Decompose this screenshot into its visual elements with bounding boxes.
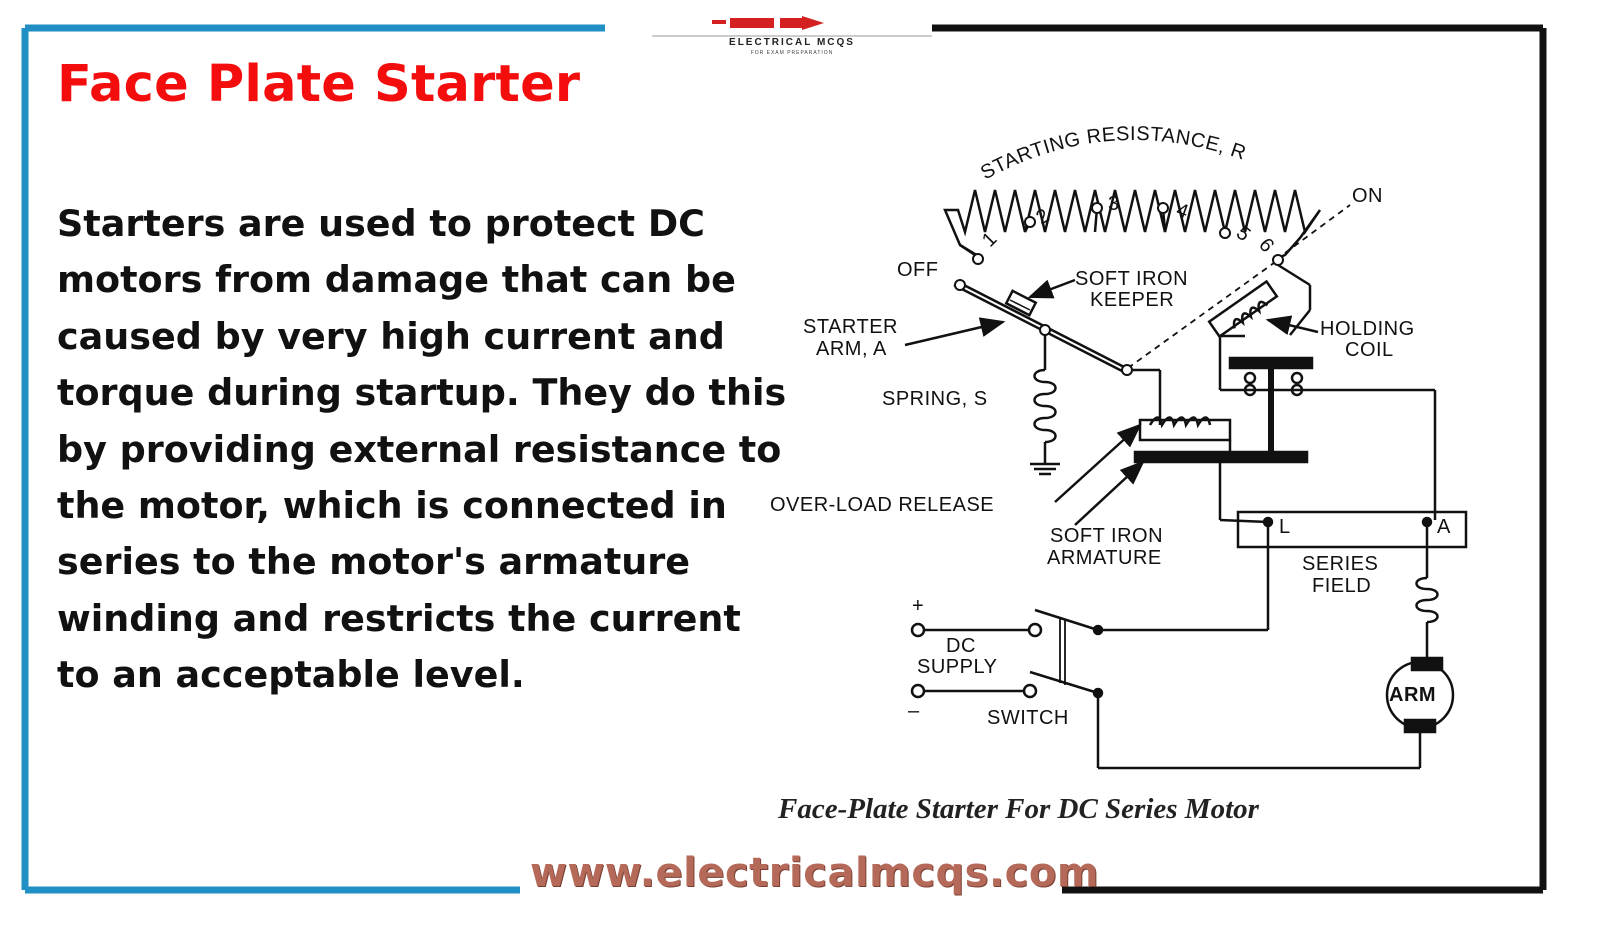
series-field-label-1: SERIES: [1302, 553, 1378, 575]
overload-release-label: OVER-LOAD RELEASE: [770, 494, 994, 516]
dc-supply-label-1: DC: [946, 635, 976, 657]
stud-label-1: 1: [978, 228, 1002, 252]
website-url: www.electricalmcqs.com: [530, 850, 1100, 896]
switch-blade-top: [1034, 608, 1099, 632]
switch-blade-bottom: [1029, 670, 1099, 695]
logo-text: ELECTRICAL MCQS: [729, 37, 855, 48]
off-label: OFF: [897, 259, 939, 281]
terminal-l-label: L: [1279, 516, 1291, 538]
soft-iron-keeper-label-1: SOFT IRON: [1075, 268, 1188, 290]
paragraph-line: caused by very high current and: [57, 314, 725, 358]
description-paragraph: Starters are used to protect DC motors f…: [57, 196, 787, 704]
plus-terminal-label: +: [912, 595, 924, 617]
diagram-caption: Face-Plate Starter For DC Series Motor: [777, 793, 1260, 825]
paragraph-line: winding and restricts the current: [57, 596, 741, 640]
paragraph-line: to an acceptable level.: [57, 653, 525, 697]
starting-resistance-zigzag: [943, 189, 1322, 260]
paragraph-line: motors from damage that can be: [57, 258, 736, 302]
armature-label: ARM: [1389, 684, 1436, 706]
stud-label-6: 6: [1254, 234, 1278, 257]
holding-coil-label-2: COIL: [1345, 339, 1394, 361]
series-field-coil: [1415, 576, 1439, 624]
frame-left-border: [21, 24, 605, 894]
holding-coil-label-1: HOLDING: [1320, 318, 1415, 340]
terminal-a-label: A: [1437, 516, 1451, 538]
on-label: ON: [1352, 185, 1383, 207]
series-field-label-2: FIELD: [1312, 575, 1371, 597]
paragraph-line: the motor, which is connected in: [57, 484, 727, 528]
spring-coil: [1033, 368, 1057, 444]
stud-label-5: 5: [1232, 222, 1255, 246]
logo-subtext: FOR EXAM PREPARATION: [751, 50, 834, 56]
dc-supply-label-2: SUPPLY: [917, 656, 997, 678]
stud-label-3: 3: [1108, 193, 1120, 215]
electrical-mcqs-logo: ELECTRICAL MCQS FOR EXAM PREPARATION: [652, 16, 932, 56]
starting-resistance-label: STARTING RESISTANCE, R: [977, 123, 1249, 184]
starter-arm-label-2: ARM, A: [816, 338, 887, 360]
soft-iron-armature-label-2: ARMATURE: [1047, 547, 1162, 569]
series-field-terminal-block: [1236, 510, 1468, 549]
paragraph-line: series to the motor's armature: [57, 540, 691, 584]
paragraph-line: Starters are used to protect DC: [57, 202, 705, 245]
switch-label: SWITCH: [987, 707, 1069, 729]
page-title: Face Plate Starter: [57, 55, 581, 114]
starter-arm-label-1: STARTER: [803, 316, 898, 338]
paragraph-line: torque during startup. They do this: [57, 371, 787, 415]
soft-iron-keeper-label-2: KEEPER: [1090, 289, 1174, 311]
paragraph-line: by providing external resistance to: [57, 427, 782, 471]
holding-coil: [1207, 279, 1279, 339]
holding-coil-top-bar: [1228, 356, 1314, 370]
frame-right-border: [932, 24, 1547, 894]
soft-iron-armature-label-1: SOFT IRON: [1050, 525, 1163, 547]
contact-studs: [954, 202, 1284, 376]
minus-terminal-label: –: [908, 700, 920, 722]
spring-label: SPRING, S: [882, 388, 988, 410]
